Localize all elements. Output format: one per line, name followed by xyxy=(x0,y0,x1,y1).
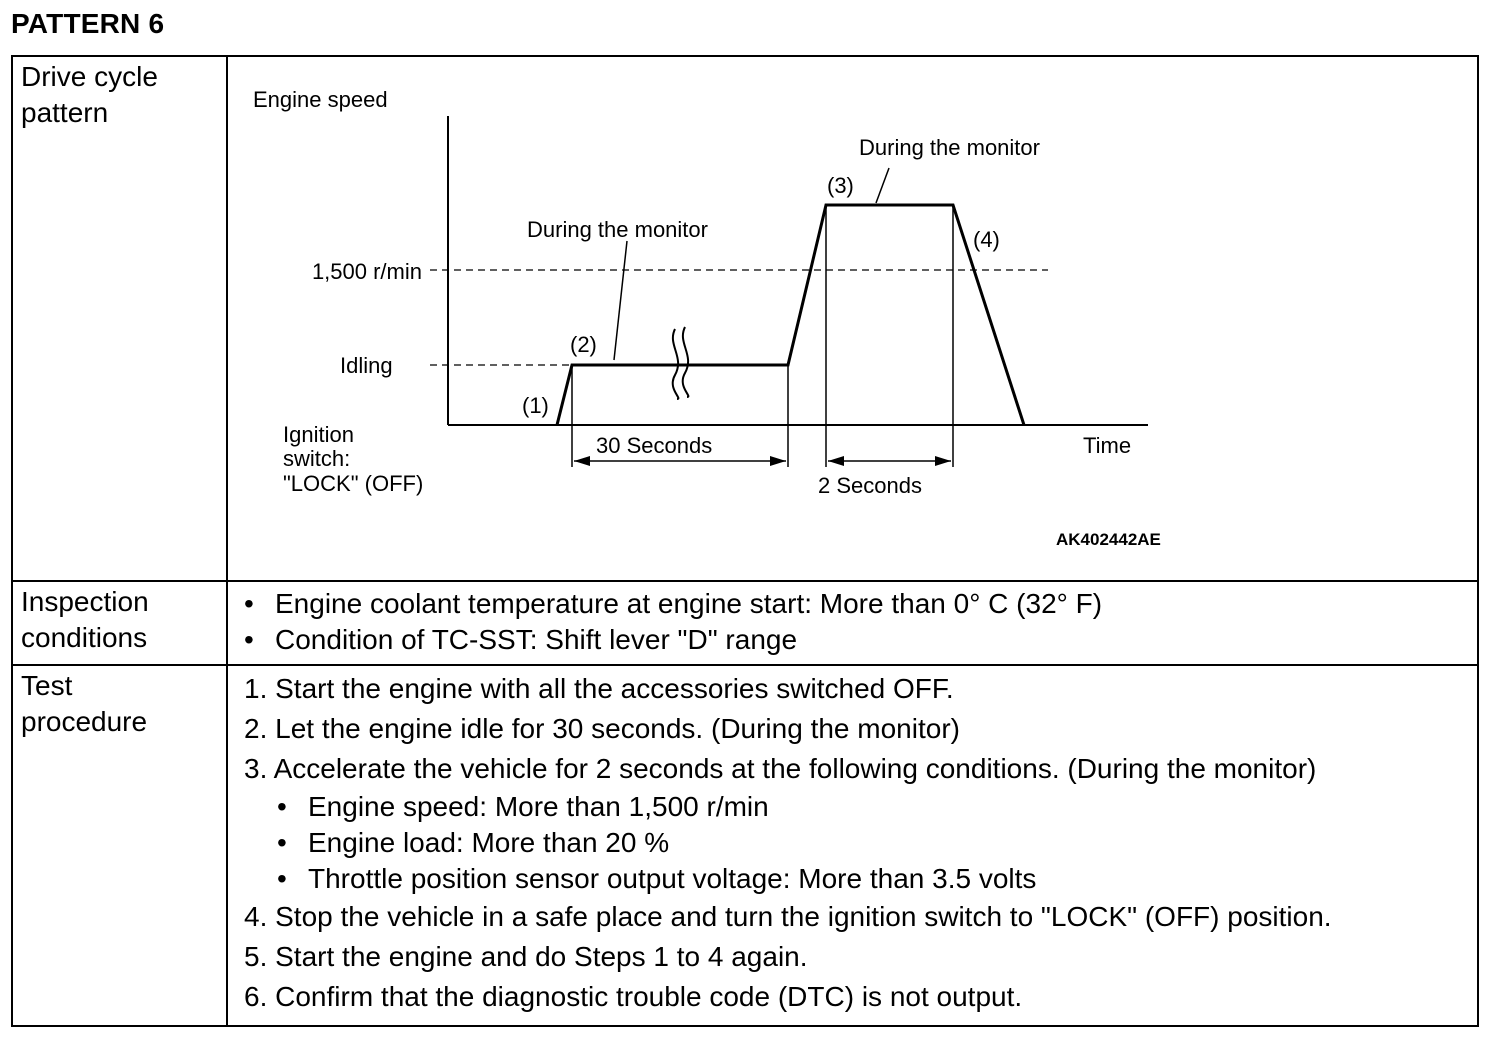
label-line: Drive cycle xyxy=(21,61,158,92)
procedure-steps: 1. Start the engine with all the accesso… xyxy=(228,666,1477,1017)
procedure-step: 3. Accelerate the vehicle for 2 seconds … xyxy=(244,749,1477,897)
drive-cycle-svg: Engine speed Time 1,500 r/min Idling Ign… xyxy=(253,87,1161,549)
condition-text: Condition of TC-SST: Shift lever "D" ran… xyxy=(275,624,798,655)
label-line: procedure xyxy=(21,706,148,737)
condition-text: Engine coolant temperature at engine sta… xyxy=(275,588,1103,619)
substep-text: Throttle position sensor output voltage:… xyxy=(308,863,1037,894)
time-break-symbol xyxy=(681,326,690,398)
list-item: • Condition of TC-SST: Shift lever "D" r… xyxy=(244,622,1477,658)
procedure-step-text: 3. Accelerate the vehicle for 2 seconds … xyxy=(244,753,1317,784)
bullet: • xyxy=(277,863,287,894)
row-drive-cycle-pattern: Drive cycle pattern xyxy=(11,55,1479,582)
procedure-step: 4. Stop the vehicle in a safe place and … xyxy=(244,901,1332,932)
ignition-label-line: "LOCK" (OFF) xyxy=(283,471,423,496)
duration-30-label: 30 Seconds xyxy=(596,433,712,458)
list-item: • Engine speed: More than 1,500 r/min xyxy=(277,789,1477,825)
list-item: • Engine load: More than 20 % xyxy=(277,825,1477,861)
label-line: pattern xyxy=(21,97,109,128)
marker-2: (2) xyxy=(570,332,597,357)
row-label-procedure: Test procedure xyxy=(11,664,228,1027)
conditions-list: • Engine coolant temperature at engine s… xyxy=(228,582,1477,658)
list-item: • Throttle position sensor output voltag… xyxy=(277,861,1477,897)
page-heading: PATTERN 6 xyxy=(11,8,165,39)
list-item: • Engine coolant temperature at engine s… xyxy=(244,586,1477,622)
y-axis-label: Engine speed xyxy=(253,87,388,112)
arrow-head xyxy=(935,456,951,466)
drive-cycle-diagram-cell: Engine speed Time 1,500 r/min Idling Ign… xyxy=(226,55,1479,582)
drive-cycle-table: Drive cycle pattern xyxy=(11,55,1479,1027)
time-break-symbol xyxy=(671,328,680,400)
row-inspection-conditions: Inspection conditions • Engine coolant t… xyxy=(11,580,1479,666)
procedure-step: 1. Start the engine with all the accesso… xyxy=(244,673,954,704)
bullet: • xyxy=(277,791,287,822)
arrow-head xyxy=(770,456,786,466)
drive-cycle-diagram: Engine speed Time 1,500 r/min Idling Ign… xyxy=(228,57,1477,580)
substep-text: Engine speed: More than 1,500 r/min xyxy=(308,791,769,822)
marker-3: (3) xyxy=(827,173,854,198)
x-axis-label: Time xyxy=(1083,433,1131,458)
procedure-substeps: • Engine speed: More than 1,500 r/min • … xyxy=(244,789,1477,897)
arrow-head xyxy=(828,456,844,466)
substep-text: Engine load: More than 20 % xyxy=(308,827,670,858)
label-line: Test xyxy=(21,670,73,701)
row-label-drive-cycle: Drive cycle pattern xyxy=(11,55,228,582)
row-test-procedure: Test procedure 1. Start the engine with … xyxy=(11,664,1479,1027)
label-line: Inspection xyxy=(21,586,149,617)
row-label-inspection: Inspection conditions xyxy=(11,580,228,666)
duration-2-label: 2 Seconds xyxy=(818,473,922,498)
procedure-step: 6. Confirm that the diagnostic trouble c… xyxy=(244,981,1023,1012)
ignition-label-line: Ignition xyxy=(283,422,354,447)
level-1500-label: 1,500 r/min xyxy=(312,259,422,284)
label-line: conditions xyxy=(21,622,148,653)
bullet: • xyxy=(244,624,254,655)
test-procedure-cell: 1. Start the engine with all the accesso… xyxy=(226,664,1479,1027)
monitor-leader-line xyxy=(875,167,890,204)
marker-1: (1) xyxy=(522,393,549,418)
procedure-step: 5. Start the engine and do Steps 1 to 4 … xyxy=(244,941,808,972)
bullet: • xyxy=(277,827,287,858)
arrow-head xyxy=(574,456,590,466)
monitor-leader-line xyxy=(613,240,628,361)
monitor-label-idle: During the monitor xyxy=(527,217,708,242)
monitor-label-accel: During the monitor xyxy=(859,135,1040,160)
level-idling-label: Idling xyxy=(340,353,393,378)
inspection-conditions-cell: • Engine coolant temperature at engine s… xyxy=(226,580,1479,666)
engine-speed-profile xyxy=(555,203,1026,426)
bullet: • xyxy=(244,588,254,619)
ignition-label-line: switch: xyxy=(283,446,350,471)
procedure-step: 2. Let the engine idle for 30 seconds. (… xyxy=(244,713,960,744)
figure-code: AK402442AE xyxy=(1056,530,1161,549)
marker-4: (4) xyxy=(973,227,1000,252)
